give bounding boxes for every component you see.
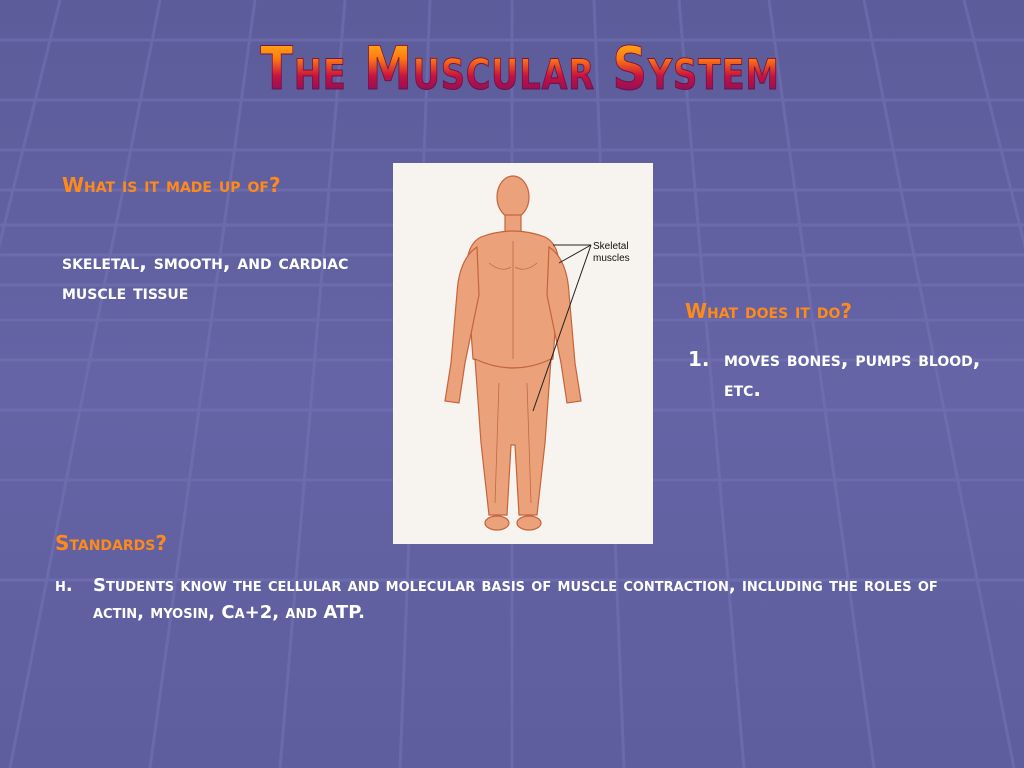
question-made-up-of: What is it made up of?: [62, 173, 281, 197]
answer-standard-text: Students know the cellular and molecular…: [93, 575, 938, 623]
muscle-figure-image: Skeletal muscles: [393, 163, 653, 544]
list-number: 1.: [688, 347, 710, 371]
question-standards: Standards?: [55, 531, 167, 555]
answer-muscle-types: skeletal, smooth, and cardiac muscle tis…: [62, 250, 349, 304]
figure-label-line1: Skeletal: [593, 241, 629, 252]
answer-functions-text: moves bones, pumps blood, etc.: [724, 347, 981, 401]
slide-title: The Muscular System: [104, 34, 936, 105]
figure-label-line2: muscles: [593, 253, 630, 264]
list-marker: h.: [55, 575, 73, 596]
question-what-does-it-do: What does it do?: [685, 299, 853, 323]
